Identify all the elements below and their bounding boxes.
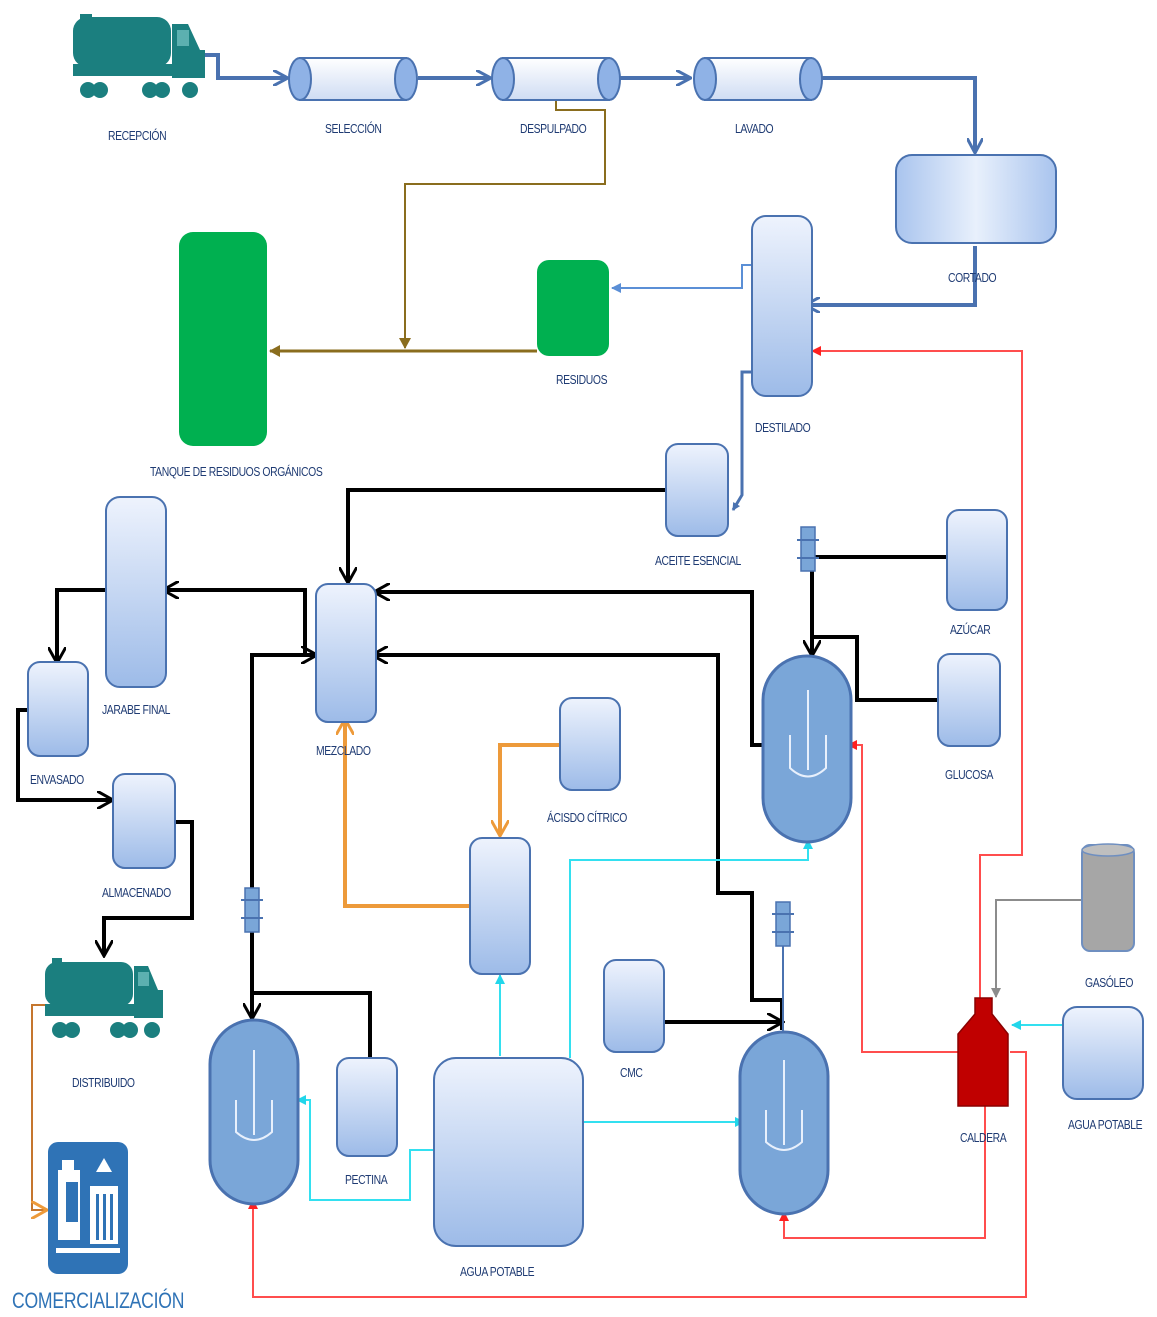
- flow-glucosa-reactor: [812, 635, 938, 702]
- aceite-esencial-tank: [665, 443, 729, 537]
- flow-agua-reactor2: [569, 839, 813, 1058]
- label-jarabe-final: JARABE FINAL: [102, 702, 171, 717]
- almacenado-tank: [112, 773, 176, 869]
- reactor-1: [208, 887, 300, 1206]
- destilado-column: [751, 215, 813, 397]
- label-residuos: RESIDUOS: [556, 372, 608, 387]
- envasado-tank: [27, 661, 89, 757]
- flow-tanque-mezclado: [345, 720, 470, 908]
- tanque-residuos-organicos: [179, 232, 267, 446]
- pipe-despulpado: [491, 57, 621, 101]
- label-pectina: PECTINA: [345, 1172, 388, 1187]
- flow-gasoleo-caldera: [991, 899, 1082, 998]
- flow-reactor1-mezclado: [250, 655, 316, 1020]
- label-mezclado: MEZCLADO: [316, 743, 371, 758]
- label-destilado: DESTILADO: [755, 420, 811, 435]
- flow-destilado-residuos: [611, 264, 752, 293]
- label-acido-citrico: ÁCISDO CÍTRICO: [547, 810, 627, 825]
- label-distribuido: DISTRIBUIDO: [72, 1075, 135, 1090]
- truck-icon: [73, 14, 205, 98]
- residuos-tank: [537, 260, 609, 356]
- flow-acido-tanque: [500, 743, 560, 835]
- label-caldera: CALDERA: [960, 1130, 1007, 1145]
- reactor-2: [761, 526, 853, 844]
- label-agua-potable-tank: AGUA POTABLE: [460, 1264, 535, 1279]
- flow-steam-reactor1: [248, 1051, 1027, 1298]
- agua-potable-right-tank: [1062, 1006, 1144, 1100]
- flow-steam-reactor2: [847, 740, 958, 1053]
- label-glucosa: GLUCOSA: [945, 767, 994, 782]
- jarabe-final-tank: [105, 496, 167, 688]
- acido-citrico-tank: [559, 697, 621, 791]
- flow-lavado-cortado: [822, 76, 975, 152]
- label-cmc: CMC: [620, 1065, 643, 1080]
- glucosa-tank: [937, 653, 1001, 747]
- label-azucar: AZÚCAR: [950, 622, 991, 637]
- cmc-tank: [603, 959, 665, 1053]
- label-envasado: ENVASADO: [30, 772, 84, 787]
- flow-azucar-reactor: [812, 555, 947, 655]
- flow-lines: [16, 53, 1082, 1298]
- flow-envasado-almacenado: [16, 708, 112, 800]
- flow-steam-destilado: [811, 346, 1023, 1000]
- flow-reactor-mezclado-1: [375, 592, 762, 747]
- agua-potable-big-tank: [433, 1057, 584, 1247]
- label-aceite-esencial: ACEITE ESENCIAL: [655, 553, 741, 568]
- middle-tank: [469, 837, 531, 975]
- flow-despulpado-tanque: [399, 100, 606, 349]
- label-recepcion: RECEPCIÓN: [108, 128, 167, 143]
- flow-jarabe-envasado: [57, 588, 106, 662]
- label-seleccion: SELECCIÓN: [325, 121, 382, 136]
- label-cortado: CORTADO: [948, 270, 997, 285]
- label-agua-potable-right: AGUA POTABLE: [1068, 1117, 1143, 1132]
- reactor-3: [738, 901, 830, 1216]
- flow-distribuido-comercializacion: [31, 1004, 46, 1210]
- label-lavado: LAVADO: [735, 121, 774, 136]
- flow-aceite-mezclado: [348, 488, 666, 582]
- azucar-tank: [946, 509, 1008, 611]
- label-tanque-residuos: TANQUE DE RESIDUOS ORGÁNICOS: [150, 464, 323, 479]
- pipe-lavado: [693, 57, 823, 101]
- label-almacenado: ALMACENADO: [102, 885, 171, 900]
- label-gasoleo: GASÓLEO: [1085, 975, 1134, 990]
- caldera-icon: [957, 997, 1009, 1107]
- mezclado-tank: [315, 583, 377, 723]
- flow-destilado-aceite: [731, 370, 752, 511]
- flow-cortado-destilado: [806, 246, 977, 305]
- cortado-tank: [895, 154, 1057, 244]
- gasoleo-tank: [1081, 843, 1135, 952]
- flow-recepcion-seleccion: [205, 53, 287, 78]
- flow-pectina-reactor1: [252, 991, 372, 1058]
- distribution-truck-icon: [45, 958, 163, 1038]
- flow-agua-reactor1: [296, 1095, 434, 1201]
- flow-mezclado-jarabe: [164, 590, 315, 657]
- flow-almacenado-distribuido: [104, 820, 194, 955]
- flow-steam-reactor3: [779, 1100, 986, 1239]
- comercializacion-icon: [48, 1142, 128, 1274]
- label-comercializacion: COMERCIALIZACIÓN: [12, 1288, 185, 1313]
- label-despulpado: DESPULPADO: [520, 121, 587, 136]
- pipe-seleccion: [288, 57, 418, 101]
- pectina-tank: [336, 1057, 398, 1157]
